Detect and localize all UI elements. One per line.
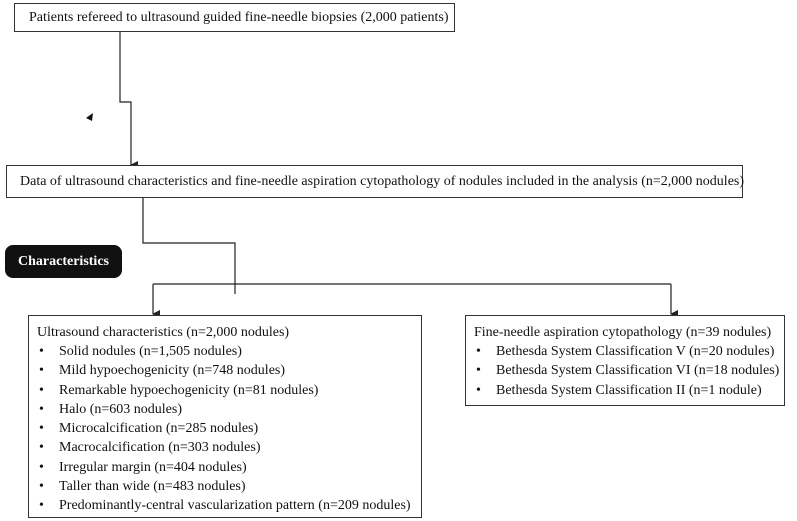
list-item: • Predominantly-central vascularization p…	[37, 496, 421, 515]
analysis-data-text: Data of ultrasound characteristics and f…	[20, 174, 745, 189]
bullet-icon: •	[476, 382, 481, 398]
list-item-label: Macrocalcification (n=303 nodules)	[59, 440, 261, 456]
stray-arrow-mark	[86, 113, 93, 121]
bullet-icon: •	[39, 421, 44, 437]
bullet-icon: •	[39, 440, 44, 456]
list-item: • Mild hypoechogenicity (n=748 nodules)	[37, 361, 421, 380]
bullet-icon: •	[39, 498, 44, 514]
bullet-icon: •	[39, 363, 44, 379]
list-item: • Bethesda System Classification V (n=20 …	[474, 342, 784, 361]
ultrasound-list: • Solid nodules (n=1,505 nodules) • Mild h…	[37, 342, 421, 516]
bullet-icon: •	[39, 479, 44, 495]
list-item-label: Bethesda System Classification II (n=1 n…	[496, 382, 762, 398]
cytopathology-list: • Bethesda System Classification V (n=20 …	[474, 342, 784, 400]
list-item: • Remarkable hypoechogenicity (n=81 nodul…	[37, 381, 421, 400]
list-item-label: Irregular margin (n=404 nodules)	[59, 459, 247, 475]
bullet-icon: •	[476, 344, 481, 359]
list-item: • Halo (n=603 nodules)	[37, 400, 421, 419]
list-item: • Bethesda System Classification II (n=1 …	[474, 381, 784, 400]
list-item-label: Taller than wide (n=483 nodules)	[59, 479, 246, 495]
list-item: • Taller than wide (n=483 nodules)	[37, 477, 421, 496]
list-item: • Solid nodules (n=1,505 nodules)	[37, 342, 421, 361]
characteristics-badge: Characteristics	[5, 245, 122, 278]
list-item-label: Mild hypoechogenicity (n=748 nodules)	[59, 363, 286, 379]
cytopathology-box: Fine-needle aspiration cytopathology (n=…	[465, 315, 785, 406]
patients-referred-box: Patients refereed to ultrasound guided f…	[14, 3, 455, 32]
list-item-label: Bethesda System Classification V (n=20 n…	[496, 344, 775, 359]
bullet-icon: •	[39, 401, 44, 417]
list-item: • Bethesda System Classification VI (n=18…	[474, 361, 784, 380]
list-item-label: Bethesda System Classification VI (n=18 …	[496, 363, 780, 379]
list-item-label: Remarkable hypoechogenicity (n=81 nodule…	[59, 382, 319, 398]
list-item-label: Microcalcification (n=285 nodules)	[59, 421, 259, 437]
top-to-mid-connector	[119, 32, 138, 169]
analysis-data-box: Data of ultrasound characteristics and f…	[6, 165, 745, 198]
list-item-label: Halo (n=603 nodules)	[59, 401, 182, 417]
list-item: • Macrocalcification (n=303 nodules)	[37, 438, 421, 457]
cytopathology-box-title: Fine-needle aspiration cytopathology (n=…	[474, 325, 772, 340]
mid-to-split-connector	[142, 198, 236, 294]
bullet-icon: •	[39, 459, 44, 475]
list-item: • Irregular margin (n=404 nodules)	[37, 458, 421, 477]
bullet-icon: •	[476, 363, 481, 379]
list-item: • Microcalcification (n=285 nodules)	[37, 419, 421, 438]
ultrasound-box-title: Ultrasound characteristics (n=2,000 nodu…	[37, 325, 290, 340]
patients-referred-text: Patients refereed to ultrasound guided f…	[29, 10, 449, 25]
bullet-icon: •	[39, 382, 44, 398]
list-item-label: Solid nodules (n=1,505 nodules)	[59, 344, 242, 359]
list-item-label: Predominantly-central vascularization pa…	[59, 498, 411, 514]
ultrasound-characteristics-box: Ultrasound characteristics (n=2,000 nodu…	[28, 315, 422, 518]
bullet-icon: •	[39, 344, 44, 359]
